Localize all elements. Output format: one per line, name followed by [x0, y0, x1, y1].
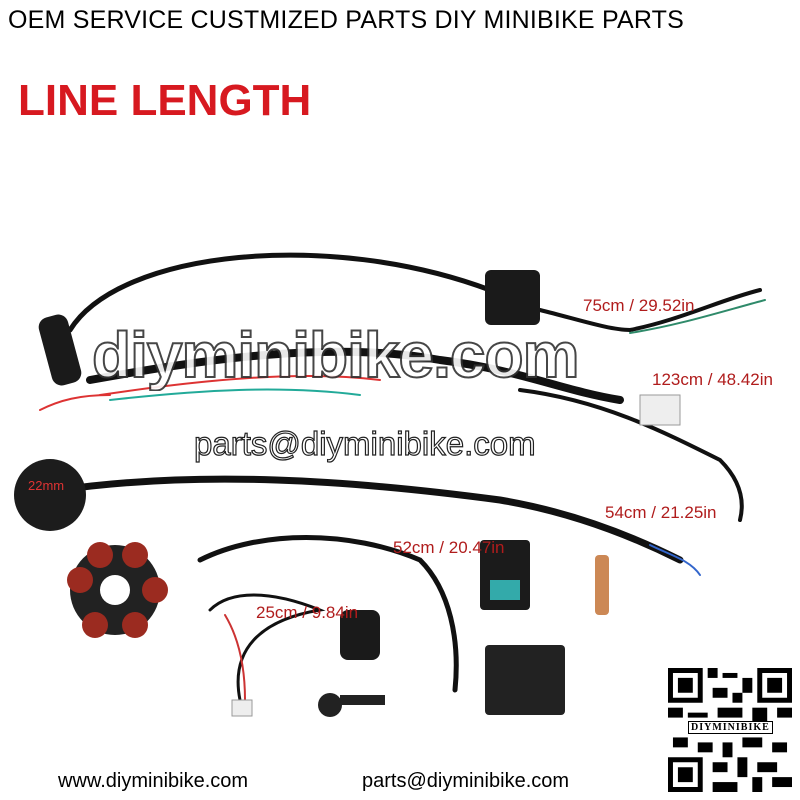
stator [67, 542, 168, 638]
length-label-stator: 52cm / 20.47in [393, 538, 505, 557]
switch-harness [56, 475, 684, 564]
coil-wire [67, 252, 493, 333]
footer-website: www.diyminibike.com [58, 770, 249, 792]
qr-label: DIYMINIBIKE [688, 721, 773, 734]
ignition-coil [485, 270, 540, 325]
watermark-email: parts@diyminibike.com [193, 424, 536, 462]
header-text: OEM SERVICE CUSTMIZED PARTS DIY MINIBIKE… [8, 6, 684, 34]
stator-harness [197, 535, 459, 693]
footer-email: parts@diyminibike.com [362, 770, 570, 792]
length-label-switch: 54cm / 21.25in [605, 503, 717, 522]
switch-size-label: 22mm [28, 478, 64, 493]
key-switch [340, 610, 380, 660]
key [318, 693, 342, 717]
length-label-coil: 75cm / 29.52in [583, 296, 695, 315]
watermark-site: diyminibike.com [91, 318, 580, 392]
spark-plug [595, 555, 609, 615]
length-label-main: 123cm / 48.42in [652, 370, 773, 389]
length-label-key: 25cm / 9.84in [256, 603, 359, 622]
main-harness [86, 347, 624, 404]
coil-lead [538, 288, 762, 333]
handlebar-switch [14, 459, 86, 531]
spark-plug-cap [38, 314, 82, 386]
title: LINE LENGTH [18, 76, 312, 125]
rectifier [485, 645, 565, 715]
